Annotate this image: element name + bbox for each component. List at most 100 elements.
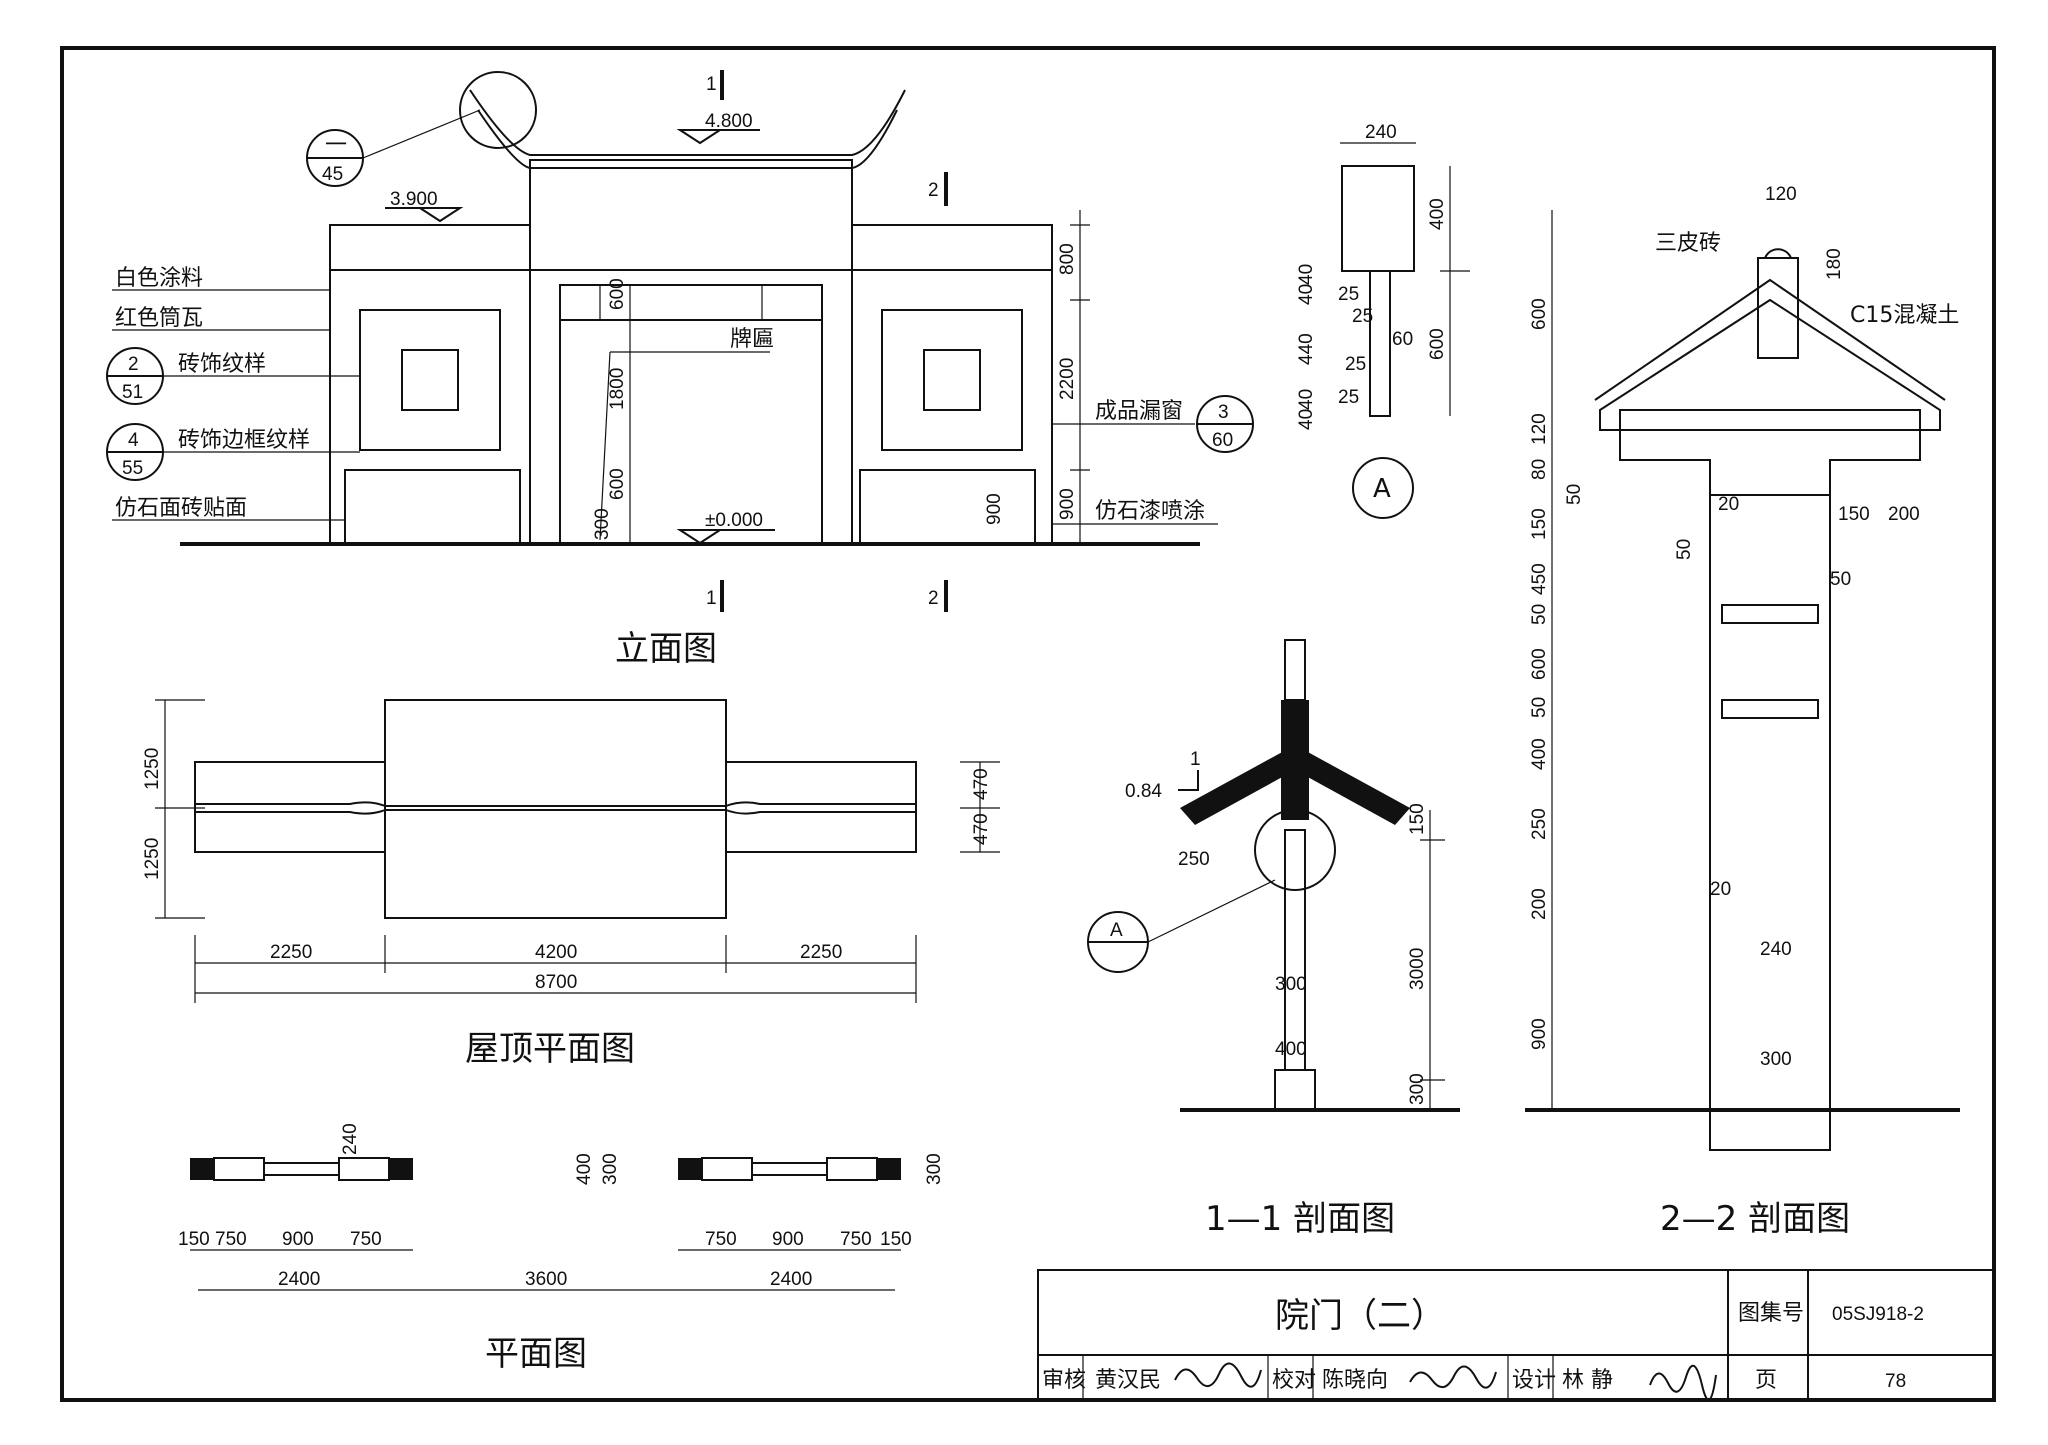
svg-text:400: 400	[574, 1153, 595, 1185]
svg-text:200: 200	[1529, 888, 1550, 920]
svg-text:60: 60	[1212, 430, 1233, 451]
svg-text:1250: 1250	[142, 838, 163, 880]
level-ground: ±0.000	[676, 510, 775, 545]
svg-text:400: 400	[1275, 1039, 1307, 1060]
index-mark-eave: 一 45	[306, 109, 481, 187]
index-mark-brick-pattern: 2 51	[106, 347, 164, 405]
center-tile-roof	[529, 159, 853, 271]
svg-text:2250: 2250	[800, 942, 842, 963]
svg-text:25: 25	[1345, 354, 1366, 375]
level-top: 4.800	[676, 111, 760, 145]
svg-text:20: 20	[1710, 879, 1731, 900]
svg-text:470: 470	[971, 768, 992, 800]
svg-text:150: 150	[1838, 504, 1870, 525]
section-2-2-view: 三皮砖 C15混凝土 120 180 150 200 600 120 80 50…	[1525, 184, 1960, 1239]
svg-text:4.800: 4.800	[705, 111, 753, 132]
svg-text:240: 240	[1365, 122, 1397, 143]
svg-text:300: 300	[1275, 974, 1307, 995]
checker-signature	[1409, 1365, 1497, 1389]
right-callouts: 成品漏窗 仿石漆喷涂 3 60	[1052, 395, 1254, 525]
right-lattice-panel	[881, 309, 1023, 451]
svg-text:红色筒瓦: 红色筒瓦	[115, 306, 203, 331]
svg-text:成品漏窗: 成品漏窗	[1095, 399, 1183, 424]
left-lattice-center	[401, 349, 459, 411]
svg-text:120: 120	[1765, 184, 1797, 205]
svg-text:砖饰边框纹样: 砖饰边框纹样	[178, 428, 310, 453]
svg-text:2: 2	[128, 354, 139, 375]
svg-text:设计: 设计	[1512, 1368, 1556, 1393]
svg-text:50: 50	[1674, 539, 1695, 560]
roof-plan-title: 屋顶平面图	[465, 1029, 635, 1069]
svg-text:仿石漆喷涂: 仿石漆喷涂	[1095, 499, 1205, 524]
svg-text:20: 20	[1718, 494, 1739, 515]
svg-text:900: 900	[282, 1229, 314, 1250]
svg-text:2250: 2250	[270, 942, 312, 963]
svg-text:750: 750	[840, 1229, 872, 1250]
svg-text:25: 25	[1338, 284, 1359, 305]
eave-detail-circle	[459, 71, 537, 149]
svg-text:8700: 8700	[535, 972, 577, 993]
svg-text:0.84: 0.84	[1125, 781, 1162, 802]
svg-text:750: 750	[705, 1229, 737, 1250]
svg-text:1250: 1250	[142, 748, 163, 790]
index-mark-brick-frame: 4 55	[106, 423, 164, 481]
elevation-title: 立面图	[615, 629, 717, 669]
svg-text:55: 55	[122, 458, 143, 479]
svg-text:05SJ918-2: 05SJ918-2	[1832, 1304, 1924, 1325]
designer-signature	[1649, 1364, 1717, 1401]
svg-text:78: 78	[1885, 1371, 1906, 1392]
svg-text:800: 800	[1057, 243, 1078, 275]
svg-text:150: 150	[1529, 508, 1550, 540]
svg-text:300: 300	[1760, 1049, 1792, 1070]
svg-text:25: 25	[1352, 306, 1373, 327]
svg-text:60: 60	[1392, 329, 1413, 350]
section-column	[1709, 494, 1831, 1151]
svg-text:陈晓向: 陈晓向	[1322, 1368, 1388, 1393]
section-mark-1-bottom: 1	[706, 588, 717, 609]
svg-text:4200: 4200	[535, 942, 577, 963]
svg-text:页: 页	[1755, 1368, 1777, 1393]
svg-text:砖饰纹样: 砖饰纹样	[178, 352, 266, 377]
svg-text:900: 900	[984, 493, 1005, 525]
section-brick-top	[1757, 257, 1799, 359]
svg-text:150: 150	[880, 1229, 912, 1250]
svg-text:180: 180	[1824, 248, 1845, 280]
section-cap-slab	[1619, 409, 1921, 496]
svg-text:1: 1	[1190, 749, 1201, 770]
svg-text:林 静: 林 静	[1562, 1368, 1613, 1393]
svg-text:25: 25	[1338, 387, 1359, 408]
svg-text:40: 40	[1296, 389, 1317, 410]
left-lattice-panel	[359, 309, 501, 451]
section-cap-concrete	[1599, 298, 1941, 431]
svg-text:600: 600	[1529, 648, 1550, 680]
right-lattice-center	[923, 349, 981, 411]
svg-text:A: A	[1110, 920, 1123, 941]
plan-title: 平面图	[485, 1334, 587, 1374]
svg-text:150: 150	[178, 1229, 210, 1250]
svg-text:1800: 1800	[607, 368, 628, 410]
section-mark-1-top: 1	[706, 74, 717, 95]
svg-text:2400: 2400	[770, 1269, 812, 1290]
svg-text:±0.000: ±0.000	[705, 510, 763, 531]
svg-text:300: 300	[600, 1153, 621, 1185]
svg-text:校对: 校对	[1272, 1368, 1316, 1393]
svg-text:50: 50	[1830, 569, 1851, 590]
svg-text:3: 3	[1218, 402, 1229, 423]
svg-text:150: 150	[1407, 803, 1428, 835]
left-stone-base	[344, 469, 521, 545]
svg-text:三皮砖: 三皮砖	[1655, 231, 1721, 256]
section-mark-2-top: 2	[928, 180, 939, 201]
section-1-1-title: 1—1 剖面图	[1205, 1199, 1395, 1239]
svg-text:750: 750	[215, 1229, 247, 1250]
svg-text:600: 600	[607, 278, 628, 310]
upturned-eave	[469, 89, 906, 156]
svg-text:120: 120	[1529, 413, 1550, 445]
svg-text:600: 600	[1427, 328, 1448, 360]
svg-text:图集号: 图集号	[1738, 1301, 1804, 1326]
title-block: 院门（二） 图集号 05SJ918-2 页 78 审核 黄汉民 校对 陈晓向 设…	[1037, 1269, 1995, 1401]
svg-text:450: 450	[1529, 563, 1550, 595]
section-1-1-view: 1 0.84 250 300 400 150 3000 300 A 1—1 剖面…	[1087, 639, 1460, 1239]
svg-text:50: 50	[1529, 697, 1550, 718]
right-stone-base	[859, 469, 1036, 545]
elevation-view: 4.800 3.900 ±0.000 1 1 2 2 白色涂料 红色筒瓦 砖饰纹…	[106, 70, 1254, 669]
